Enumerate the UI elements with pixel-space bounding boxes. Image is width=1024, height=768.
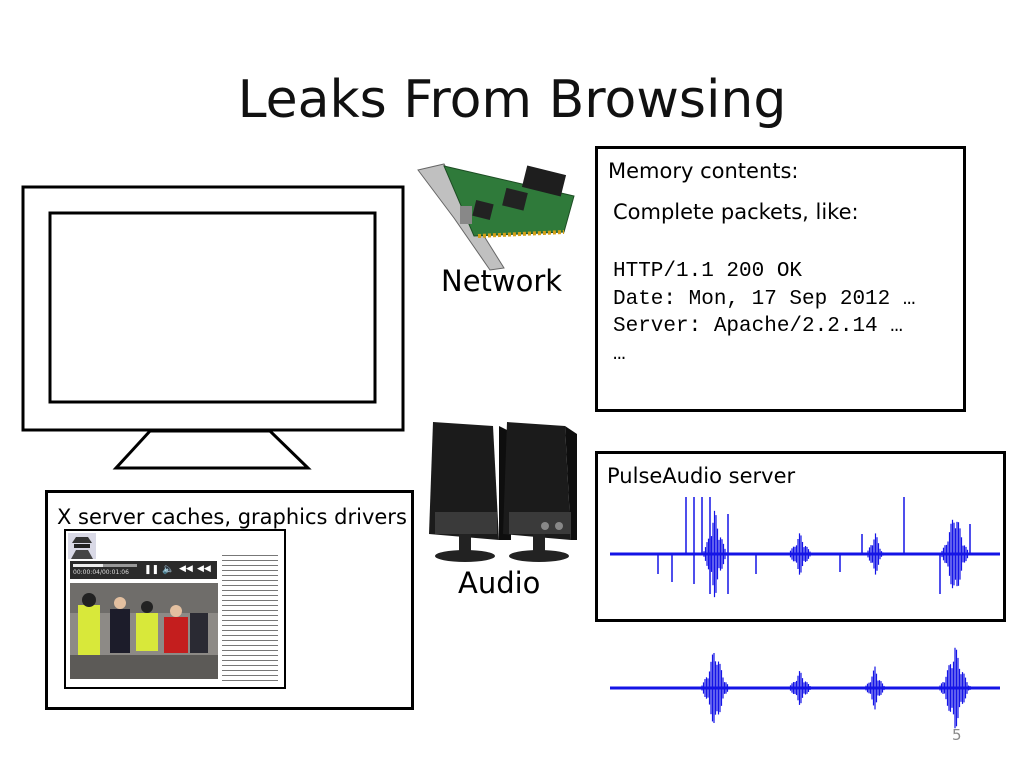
article-text-block — [222, 553, 278, 681]
memory-heading: Memory contents: — [608, 159, 799, 183]
player-progress-fill — [73, 564, 103, 567]
waveform-bottom — [610, 647, 1000, 729]
monitor-icon — [21, 185, 405, 470]
network-caption: Network — [441, 264, 563, 298]
rewind-button[interactable]: ◀◀ — [179, 564, 193, 574]
player-time: 00:00:04/00:01:06 — [73, 569, 129, 576]
speakers-icon — [429, 422, 577, 562]
media-player-bar[interactable]: 00:00:04/00:01:06 ❚❚ 🔈 ◀◀ ◀◀ — [70, 561, 217, 579]
page-number: 5 — [952, 726, 962, 744]
memory-subheading: Complete packets, like: — [613, 200, 859, 224]
volume-icon[interactable]: 🔈 — [162, 564, 175, 575]
pulseaudio-label: PulseAudio server — [607, 464, 796, 488]
spy-avatar-icon — [68, 533, 96, 559]
waveform-top — [610, 497, 1000, 598]
browser-thumbnail: 00:00:04/00:01:06 ❚❚ 🔈 ◀◀ ◀◀ — [64, 529, 286, 689]
player-progress-track[interactable] — [73, 564, 137, 567]
audio-caption: Audio — [458, 566, 541, 600]
x-server-box: X server caches, graphics drivers 00:00:… — [45, 490, 414, 710]
memory-contents-box: Memory contents: Complete packets, like:… — [595, 146, 966, 412]
packet-line-3: Server: Apache/2.2.14 … — [613, 315, 903, 338]
network-card-icon — [417, 163, 575, 271]
slide-title: Leaks From Browsing — [237, 70, 787, 130]
packet-line-2: Date: Mon, 17 Sep 2012 … — [613, 288, 916, 311]
back-button[interactable]: ◀◀ — [197, 564, 211, 574]
packet-line-1: HTTP/1.1 200 OK — [613, 260, 803, 283]
pause-button[interactable]: ❚❚ — [144, 565, 160, 575]
packet-line-4: … — [613, 343, 626, 366]
news-photo — [70, 583, 218, 679]
x-server-label: X server caches, graphics drivers — [57, 505, 407, 529]
